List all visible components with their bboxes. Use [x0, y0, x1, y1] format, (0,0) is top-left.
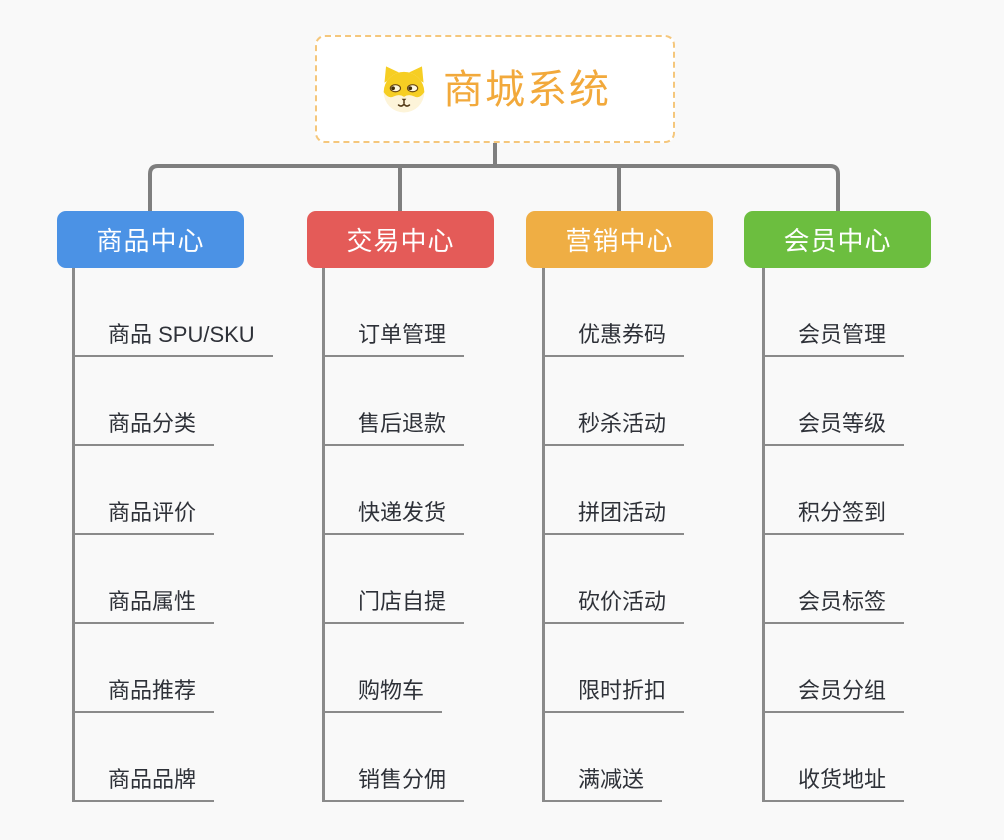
leaf-node[interactable]: 商品 SPU/SKU: [75, 322, 273, 357]
leaf-node[interactable]: 会员管理: [765, 322, 905, 357]
leaf-node[interactable]: 会员分组: [765, 678, 905, 713]
branch-children-trade-center: 订单管理 售后退款 快递发货 门店自提 购物车 销售分佣: [322, 268, 465, 802]
leaf-node[interactable]: 快递发货: [325, 500, 465, 535]
leaf-node[interactable]: 秒杀活动: [545, 411, 685, 446]
leaf-node[interactable]: 拼团活动: [545, 500, 685, 535]
leaf-node[interactable]: 收货地址: [765, 767, 905, 802]
leaf-node[interactable]: 销售分佣: [325, 767, 465, 802]
leaf-node[interactable]: 会员标签: [765, 589, 905, 624]
branch-children-marketing-center: 优惠券码 秒杀活动 拼团活动 砍价活动 限时折扣 满减送: [542, 268, 685, 802]
leaf-node[interactable]: 会员等级: [765, 411, 905, 446]
dog-face-icon: [379, 64, 429, 114]
leaf-node[interactable]: 购物车: [325, 678, 443, 713]
leaf-node[interactable]: 商品评价: [75, 500, 215, 535]
leaf-node[interactable]: 商品品牌: [75, 767, 215, 802]
leaf-node[interactable]: 售后退款: [325, 411, 465, 446]
leaf-node[interactable]: 门店自提: [325, 589, 465, 624]
branch-children-member-center: 会员管理 会员等级 积分签到 会员标签 会员分组 收货地址: [762, 268, 905, 802]
branch-children-product-center: 商品 SPU/SKU 商品分类 商品评价 商品属性 商品推荐 商品品牌: [72, 268, 273, 802]
leaf-node[interactable]: 限时折扣: [545, 678, 685, 713]
leaf-node[interactable]: 砍价活动: [545, 589, 685, 624]
branch-node-member-center[interactable]: 会员中心: [744, 211, 931, 268]
leaf-node[interactable]: 商品属性: [75, 589, 215, 624]
root-label: 商城系统: [443, 68, 611, 112]
leaf-node[interactable]: 优惠券码: [545, 322, 685, 357]
branch-node-trade-center[interactable]: 交易中心: [307, 211, 494, 268]
leaf-node[interactable]: 满减送: [545, 767, 663, 802]
leaf-node[interactable]: 商品推荐: [75, 678, 215, 713]
leaf-node[interactable]: 订单管理: [325, 322, 465, 357]
root-node[interactable]: 商城系统: [315, 35, 675, 143]
leaf-node[interactable]: 商品分类: [75, 411, 215, 446]
leaf-node[interactable]: 积分签到: [765, 500, 905, 535]
branch-node-product-center[interactable]: 商品中心: [57, 211, 244, 268]
branch-node-marketing-center[interactable]: 营销中心: [526, 211, 713, 268]
